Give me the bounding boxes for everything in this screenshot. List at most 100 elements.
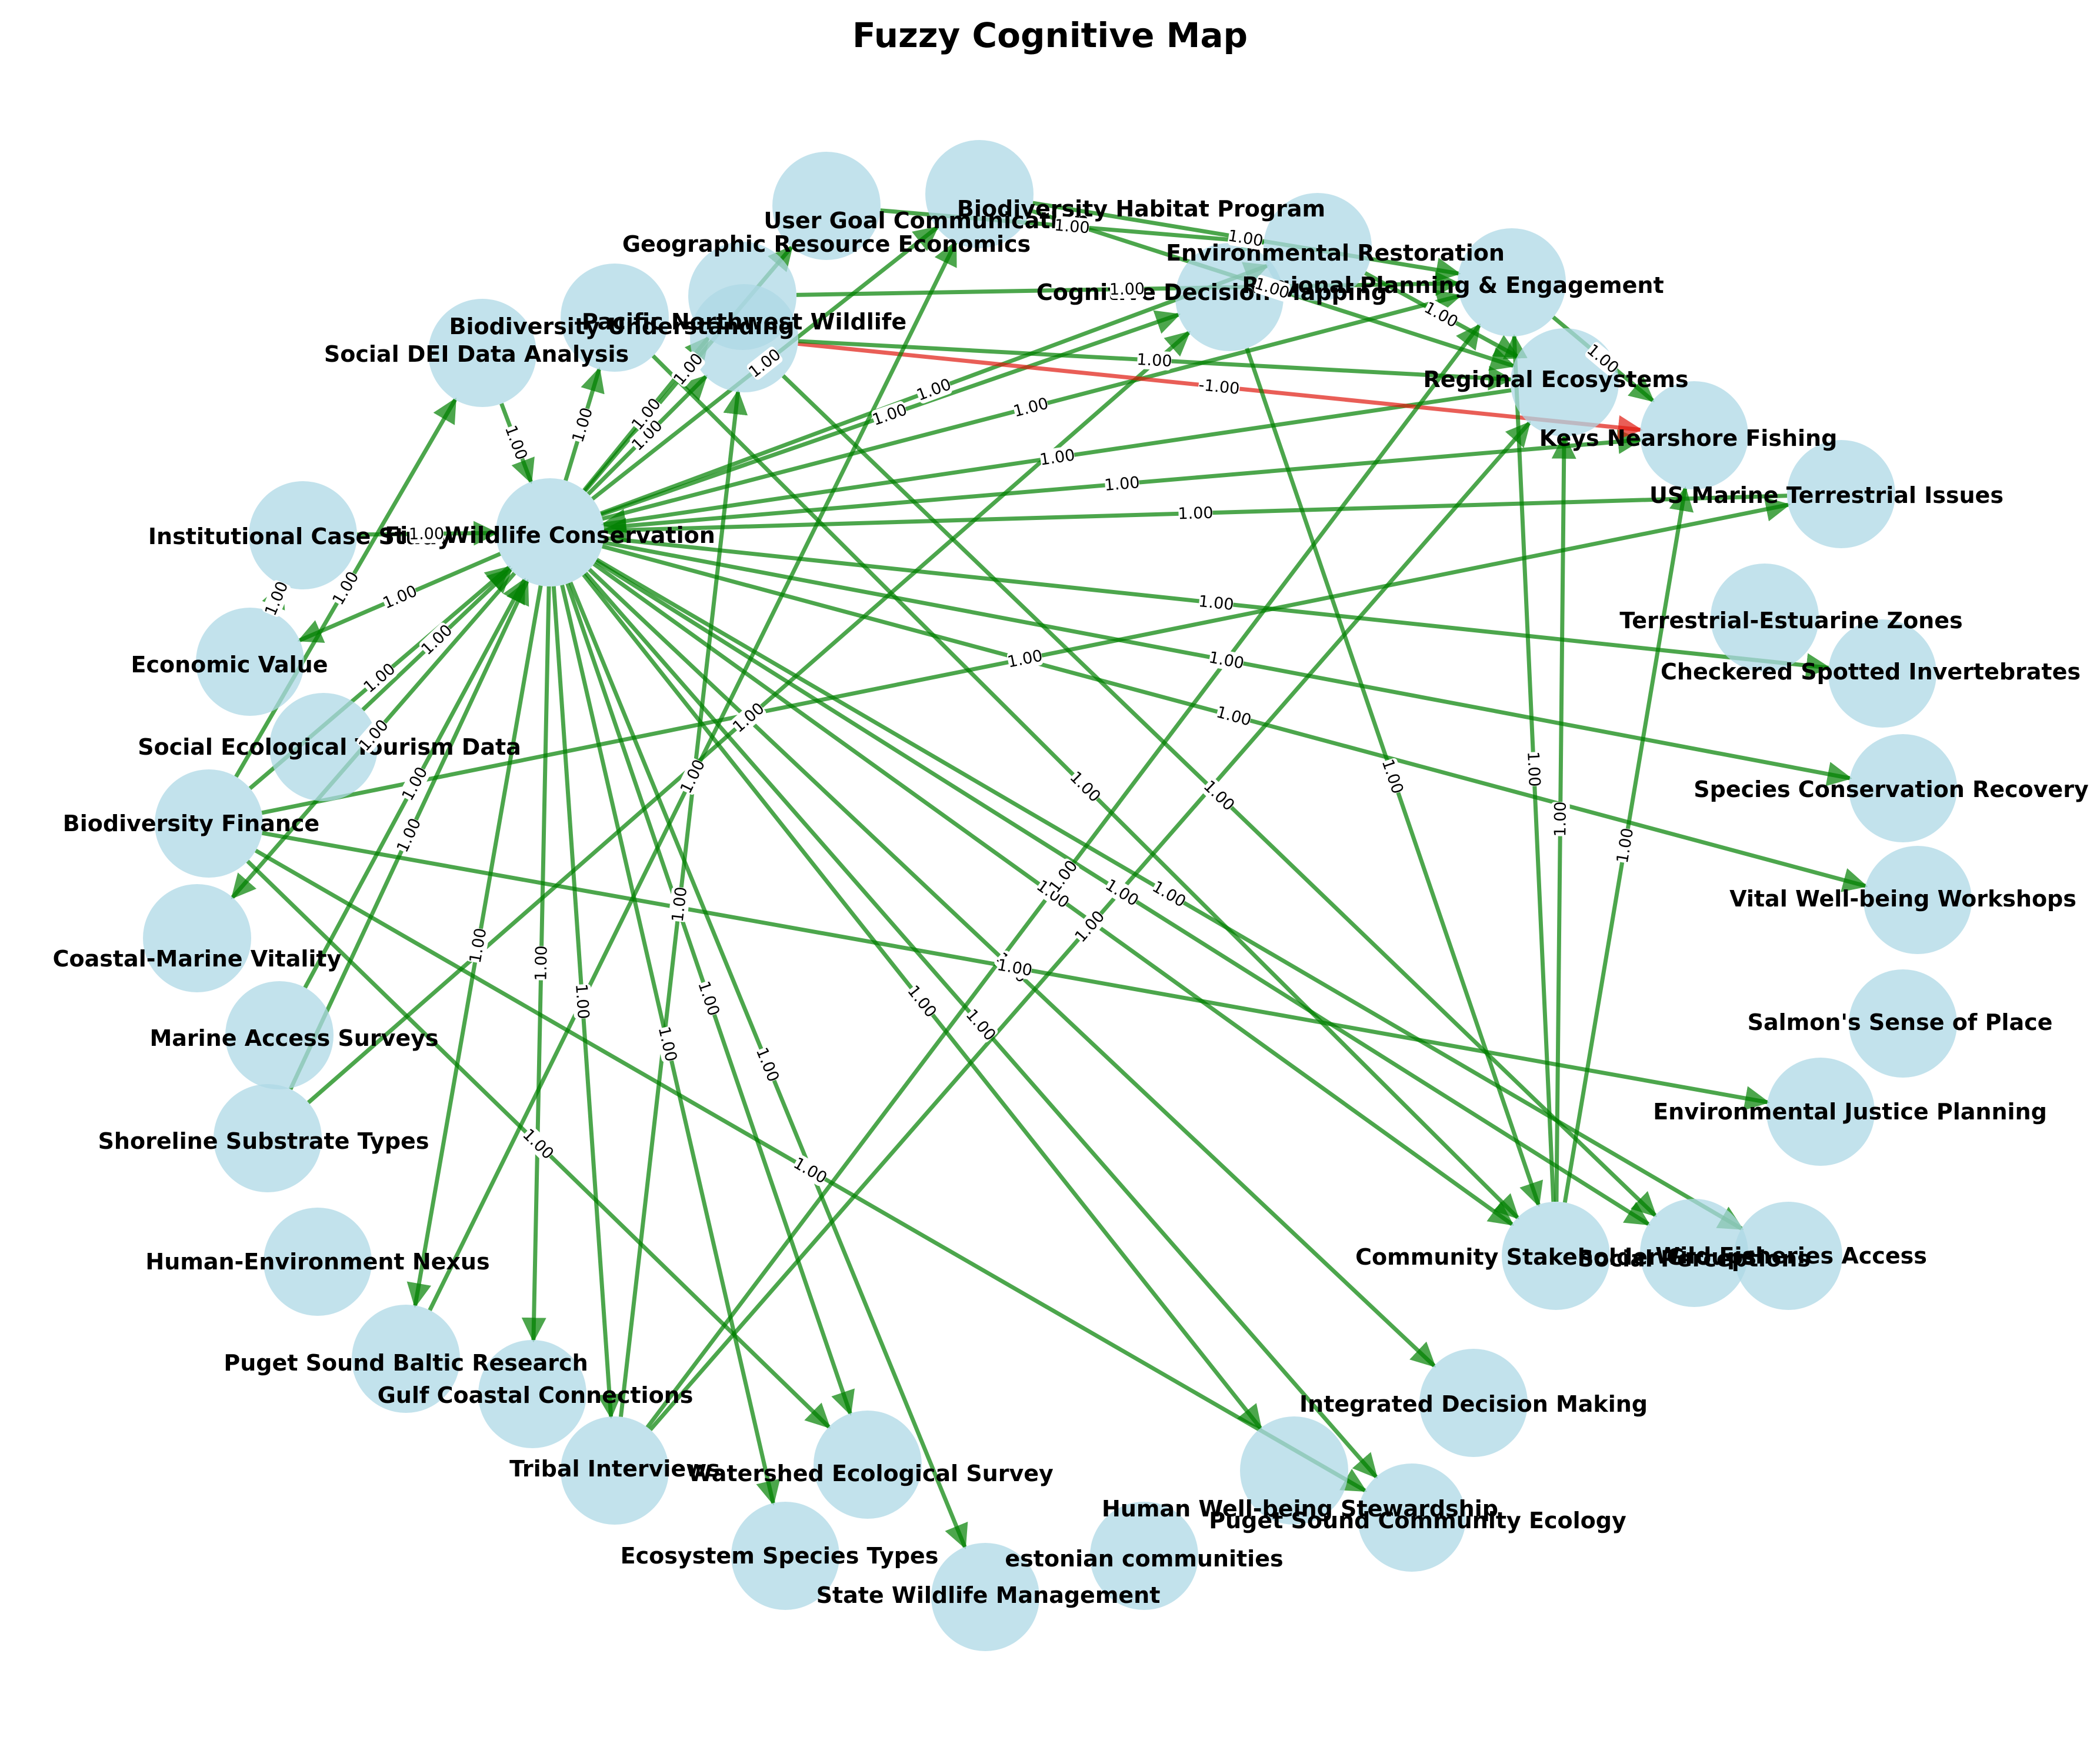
node-ugc[interactable] (772, 152, 881, 260)
node-fwc[interactable] (496, 478, 604, 586)
node-label: Social Ecological Tourism Data (138, 734, 521, 760)
node-vww[interactable] (1864, 846, 1972, 954)
node-sp[interactable] (1640, 1199, 1748, 1307)
node-swm[interactable] (931, 1543, 1039, 1651)
edge-weight-label: 1.00 (1012, 394, 1051, 421)
node-ec[interactable] (1090, 1502, 1198, 1610)
edge-weight-label-background (399, 765, 430, 802)
edge-weight-value: 1.00 (1136, 351, 1173, 371)
edge-weight-label-background (1104, 876, 1141, 909)
edge-weight-value: 1.00 (1054, 216, 1091, 238)
node-label: Geographic Resource Economics (622, 231, 1031, 257)
node-ev[interactable] (196, 608, 304, 716)
node-hws[interactable] (1240, 1416, 1348, 1525)
edge-weight-value: 1.00 (1421, 298, 1461, 331)
node-sst[interactable] (214, 1084, 322, 1192)
edge-weight-value: 1.00 (466, 926, 491, 965)
edge-weight-label-background (996, 956, 1033, 979)
edge-weight-value: 1.00 (1006, 646, 1044, 671)
node-label: Biodiversity Finance (63, 811, 319, 836)
node-label: US Marine Terrestrial Issues (1649, 482, 2004, 508)
node-er[interactable] (1264, 193, 1372, 301)
edge-weight-label: 1.00 (1614, 826, 1638, 864)
node-csg[interactable] (1502, 1202, 1610, 1310)
node-ti[interactable] (561, 1416, 669, 1525)
node-wes[interactable] (814, 1411, 922, 1519)
node-label: Pacific Northwest Wildlife (582, 309, 906, 335)
node-gcc[interactable] (478, 1340, 586, 1448)
edge-weight-value: 1.00 (655, 1025, 681, 1063)
node-ejp[interactable] (1766, 1058, 1875, 1166)
edge-weight-label: 1.00 (655, 1025, 681, 1063)
node-psbr[interactable] (352, 1305, 460, 1413)
node-label: Human-Environment Nexus (145, 1249, 489, 1275)
edge-weight-label-background (330, 570, 361, 606)
edge-weight-value: 1.00 (1109, 280, 1145, 299)
node-wfa[interactable] (1734, 1202, 1842, 1310)
node-label: Human Well-being Stewardship (1102, 1496, 1498, 1522)
node-ics[interactable] (249, 481, 357, 589)
edge-weight-label-background (668, 886, 691, 922)
node-rpe[interactable] (1458, 228, 1566, 336)
edge-weight-label: 1.00 (501, 423, 531, 462)
node-label: Salmon's Sense of Place (1748, 1009, 2053, 1035)
edge-weight-label-background (746, 346, 783, 380)
edge-weight-value: 1.00 (996, 956, 1034, 980)
edge-weight-label-background (629, 396, 663, 432)
edge-weight-label: 1.00 (531, 945, 551, 981)
edge-weight-value: 1.00 (262, 579, 292, 618)
node-label: Marine Access Surveys (149, 1025, 438, 1051)
node-bf[interactable] (155, 769, 263, 878)
edge-weight-value: 1.00 (572, 983, 592, 1019)
node-scr[interactable] (1849, 734, 1957, 842)
node-label: Biodiversity Habitat Program (957, 196, 1325, 222)
node-cdm[interactable] (1175, 243, 1284, 351)
edge-weight-label-background (1198, 592, 1234, 614)
node-label: State Wildlife Management (816, 1582, 1161, 1608)
node-cmv[interactable] (143, 884, 251, 992)
node-usm[interactable] (1787, 440, 1895, 548)
node-idm[interactable] (1419, 1349, 1528, 1457)
node-est[interactable] (731, 1502, 839, 1610)
node-sdei[interactable] (428, 299, 536, 407)
edge-weight-label: 1.00 (572, 983, 593, 1020)
edge-weight-label: 1.00 (1006, 646, 1044, 671)
node-csi[interactable] (1828, 619, 1936, 728)
node-label: Keys Nearshore Fishing (1539, 425, 1838, 451)
node-bhp[interactable] (925, 140, 1034, 248)
edge-weight-label-background (1054, 216, 1090, 237)
edge-weight-label-background (569, 406, 596, 444)
edge-weight-label-background (419, 622, 455, 657)
node-mas[interactable] (225, 981, 334, 1089)
node-psce[interactable] (1358, 1463, 1466, 1572)
node-label: Regional Planning & Engagement (1242, 272, 1664, 298)
node-label: Institutional Case Study (148, 524, 452, 549)
edge-weight-label-background (1178, 503, 1213, 524)
edge-weight-label-background (1379, 758, 1406, 795)
edge-weight-label-background (466, 928, 490, 963)
edge-weight-label: 1.00 (262, 579, 292, 618)
edge-weight-label: 1.00 (394, 815, 425, 855)
edge-weight-label-background (1039, 446, 1075, 469)
node-label: Social Perceptions (1578, 1246, 1811, 1272)
node-label: Environmental Justice Planning (1653, 1099, 2047, 1125)
edge-weight-label: 1.00 (1054, 216, 1091, 238)
nodes-layer (143, 140, 1972, 1651)
node-knf[interactable] (1640, 381, 1748, 489)
node-ssp[interactable] (1849, 969, 1957, 1078)
edge-weight-label-background (1012, 395, 1049, 420)
edge-weight-label-background (394, 816, 424, 854)
edge-weight-value: -1.00 (1198, 376, 1241, 398)
edge-weight-label: 1.00 (466, 926, 491, 965)
node-label: Social DEI Data Analysis (324, 341, 629, 367)
node-bu[interactable] (561, 264, 669, 372)
edge-weight-value: 1.00 (1039, 446, 1076, 469)
node-setd[interactable] (269, 693, 378, 801)
node-hen[interactable] (264, 1208, 372, 1316)
edge-weight-value: 1.00 (569, 405, 596, 445)
edge-weight-label: 1.00 (569, 405, 596, 445)
node-label: Biodiversity Understanding (449, 314, 795, 339)
node-tez[interactable] (1711, 564, 1819, 672)
edge-weight-value: 1.00 (1214, 703, 1253, 730)
